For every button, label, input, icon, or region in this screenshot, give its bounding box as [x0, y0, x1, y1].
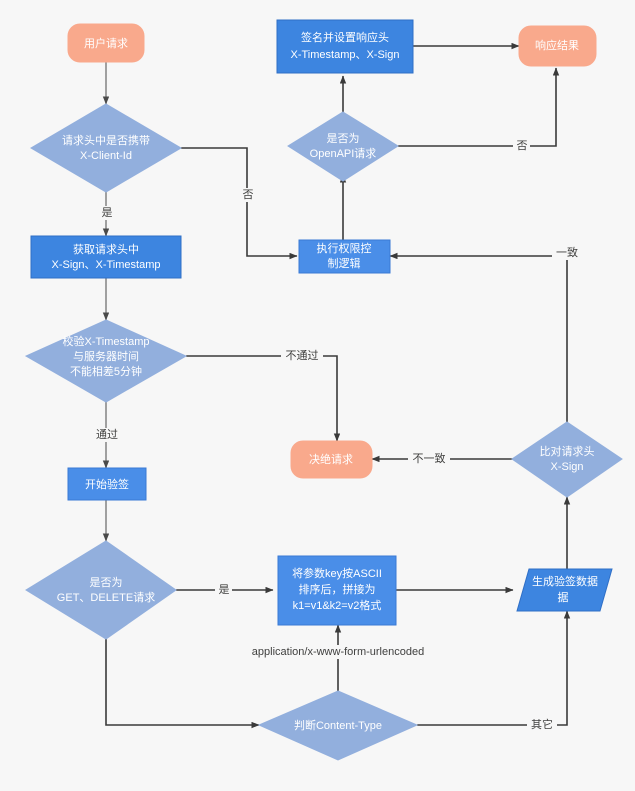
node-start-verify[interactable]: 开始验签 — [67, 467, 147, 501]
edge-label-has-client-id-no: 否 — [239, 188, 256, 202]
edge-check-timestamp-fail — [186, 355, 341, 442]
svg-text:是: 是 — [102, 206, 113, 219]
node-get-sign-headers[interactable]: 获取请求头中 X-Sign、X-Timestamp — [30, 235, 182, 279]
edge-is-get-delete-no — [105, 639, 260, 729]
node-user-request[interactable]: 用户请求 — [67, 23, 145, 63]
node-is-get-delete[interactable]: 是否为 GET、DELETE请求 — [25, 540, 177, 640]
node-reject-request[interactable]: 决绝请求 — [290, 440, 373, 479]
edge-is-openapi-no — [398, 67, 560, 147]
edge-label-compare-sign-mismatch: 不一致 — [408, 451, 450, 466]
node-compare-sign[interactable]: 比对请求头 X-Sign — [511, 421, 623, 498]
node-response-result[interactable]: 响应结果 — [518, 25, 597, 67]
edge-label-has-client-id-yes: 是 — [98, 206, 115, 220]
svg-text:不一致: 不一致 — [413, 451, 446, 465]
edge-label-judge-content-type-other: 其它 — [527, 717, 557, 732]
node-permission-logic[interactable]: 执行权限控 制逻辑 — [298, 239, 391, 274]
node-gen-sign-data[interactable]: 生成验签数据 据 — [516, 568, 613, 612]
svg-text:一致: 一致 — [556, 245, 578, 259]
node-judge-content-type[interactable]: 判断Content-Type — [257, 690, 419, 761]
svg-text:通过: 通过 — [96, 428, 118, 441]
svg-text:是: 是 — [219, 583, 230, 596]
node-sign-response[interactable]: 签名并设置响应头 X-Timestamp、X-Sign — [276, 19, 414, 74]
node-check-timestamp[interactable]: 校验X-Timestamp 与服务器时间 不能相差5分钟 — [24, 319, 188, 403]
node-sort-params[interactable]: 将参数key按ASCII 排序后，拼接为 k1=v1&k2=v2格式 — [277, 555, 397, 626]
edge-label-compare-sign-match: 一致 — [552, 245, 582, 260]
edge-compare-sign-match — [389, 252, 568, 422]
svg-text:application/x-www-form-urlenco: application/x-www-form-urlencoded — [252, 646, 424, 658]
svg-text:否: 否 — [243, 189, 254, 201]
edge-label-judge-content-type-urlencoded: application/x-www-form-urlencoded — [238, 645, 439, 659]
edge-label-is-get-delete-yes: 是 — [215, 583, 232, 597]
svg-text:不通过: 不通过 — [286, 349, 319, 362]
node-is-openapi[interactable]: 是否为 OpenAPI请求 — [287, 111, 399, 182]
svg-text:其它: 其它 — [531, 717, 553, 731]
edge-judge-content-type-other — [417, 610, 571, 726]
edge-label-check-timestamp-fail: 不通过 — [281, 349, 323, 363]
node-has-client-id[interactable]: 请求头中是否携带 X-Client-Id — [30, 103, 182, 193]
edge-label-check-timestamp-pass: 通过 — [92, 428, 122, 442]
edge-label-is-openapi-no: 否 — [513, 139, 530, 153]
svg-text:否: 否 — [517, 140, 528, 152]
